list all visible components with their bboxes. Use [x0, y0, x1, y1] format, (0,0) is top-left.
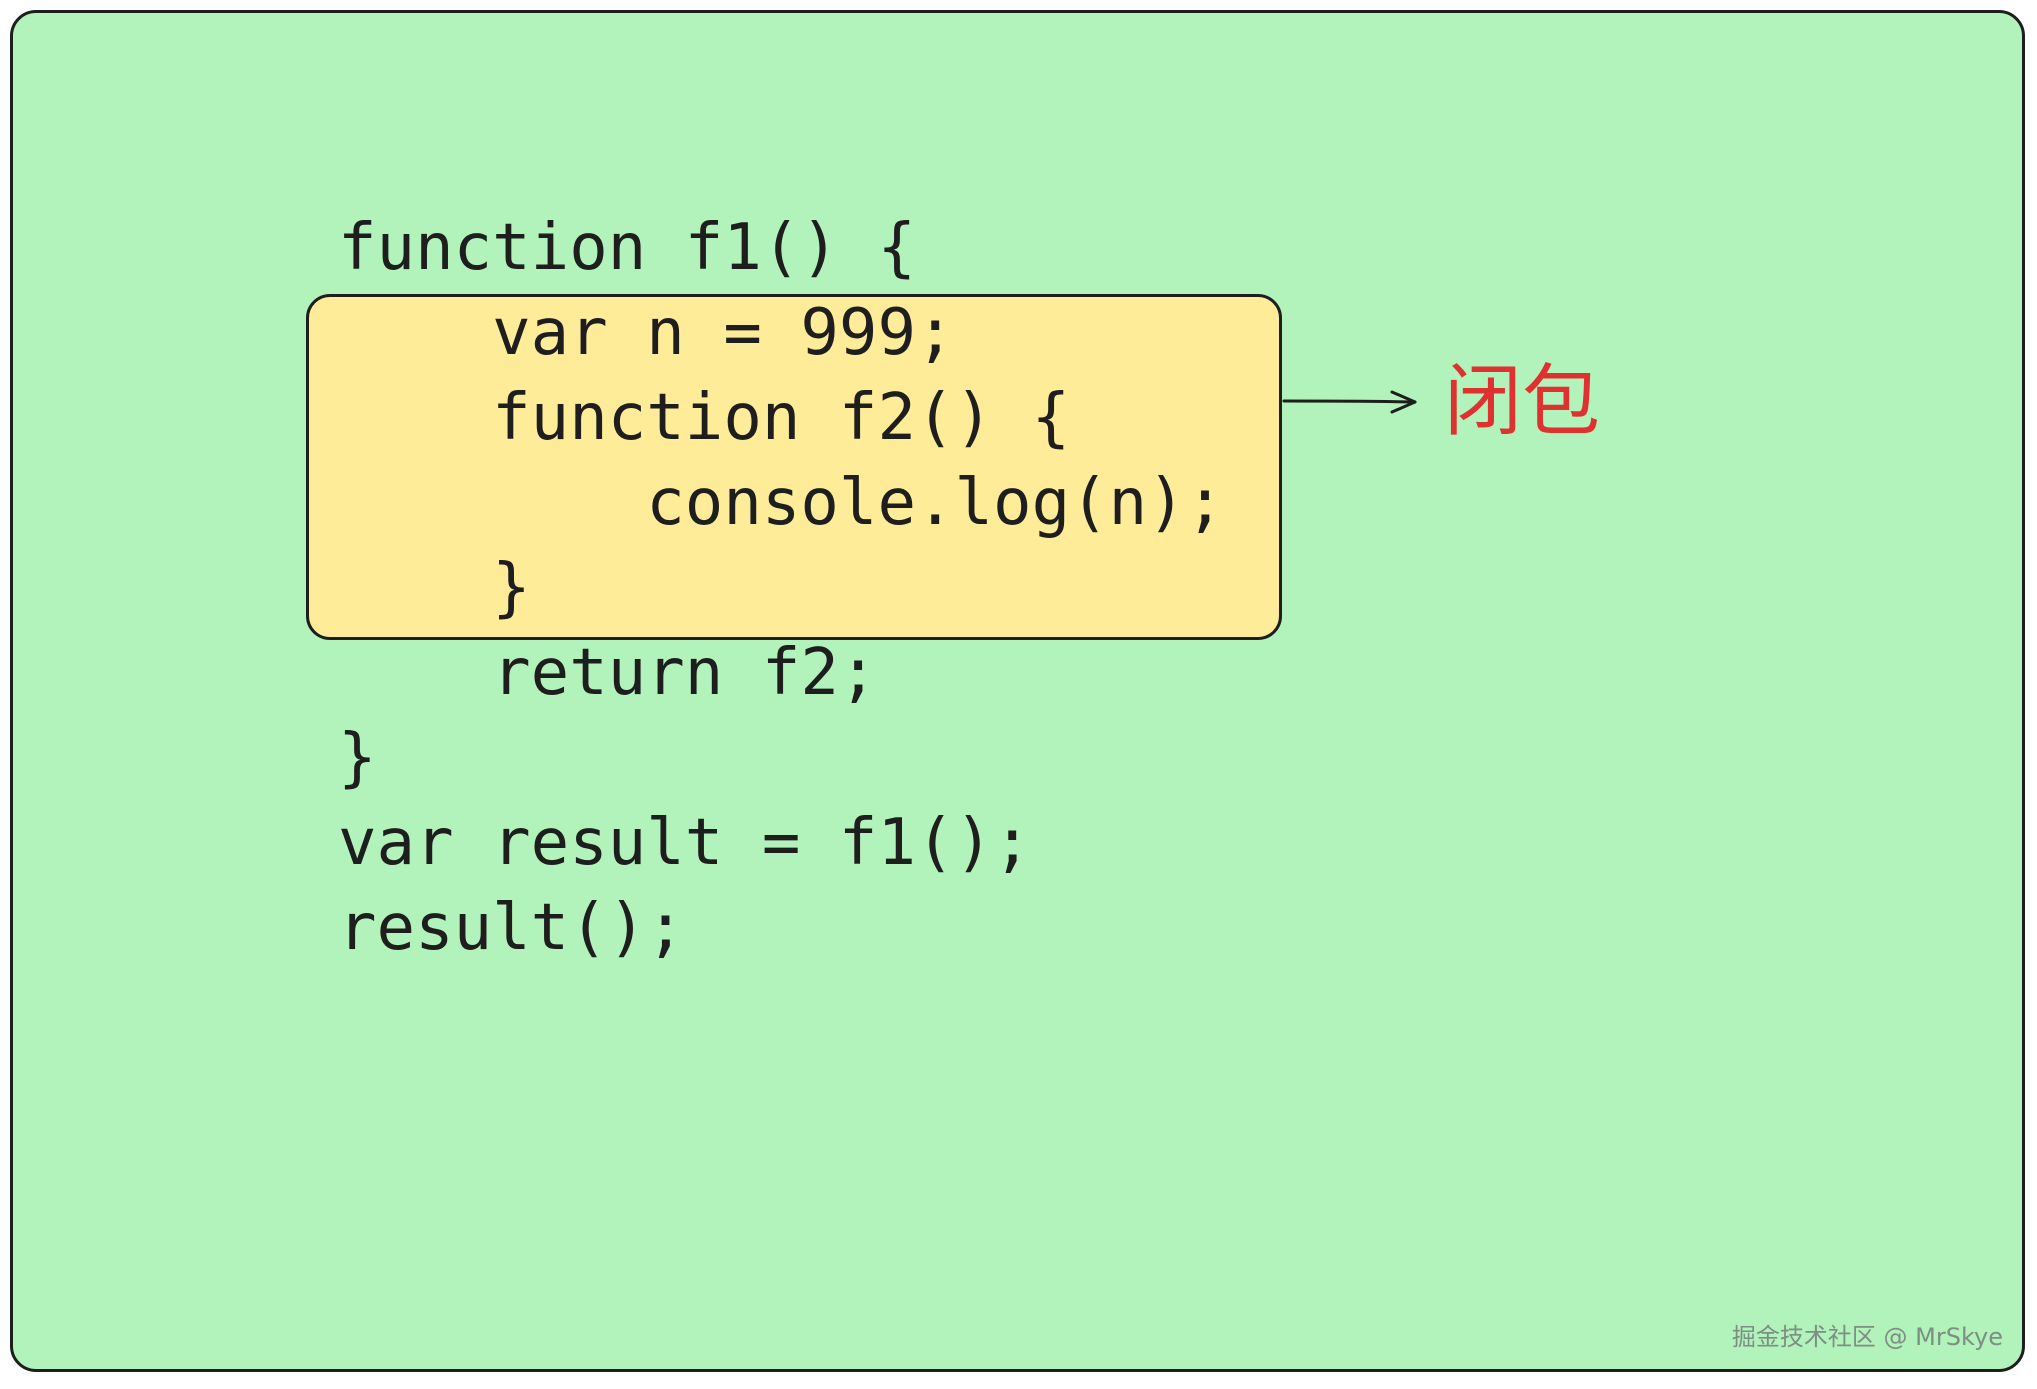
code-line: return f2; — [338, 636, 878, 710]
closure-highlight-box — [306, 294, 1282, 640]
code-line: function f2() { — [338, 381, 1071, 455]
code-block: function f1() { var n = 999; function f2… — [338, 206, 1224, 971]
code-line: var n = 999; — [338, 296, 955, 370]
arrow-shaft — [1282, 399, 1417, 404]
code-line: } — [338, 721, 377, 795]
code-line: result(); — [338, 891, 685, 965]
diagram-canvas — [10, 10, 2025, 1372]
arrow-head — [1390, 390, 1417, 414]
closure-label: 闭包 — [1444, 357, 1601, 447]
watermark: 掘金技术社区 @ MrSkye — [1731, 1323, 2003, 1351]
code-line: function f1() { — [338, 211, 916, 285]
code-line: var result = f1(); — [338, 806, 1032, 880]
code-line: } — [338, 551, 531, 625]
code-line: console.log(n); — [338, 466, 1225, 540]
closure-arrow — [1282, 390, 1417, 414]
